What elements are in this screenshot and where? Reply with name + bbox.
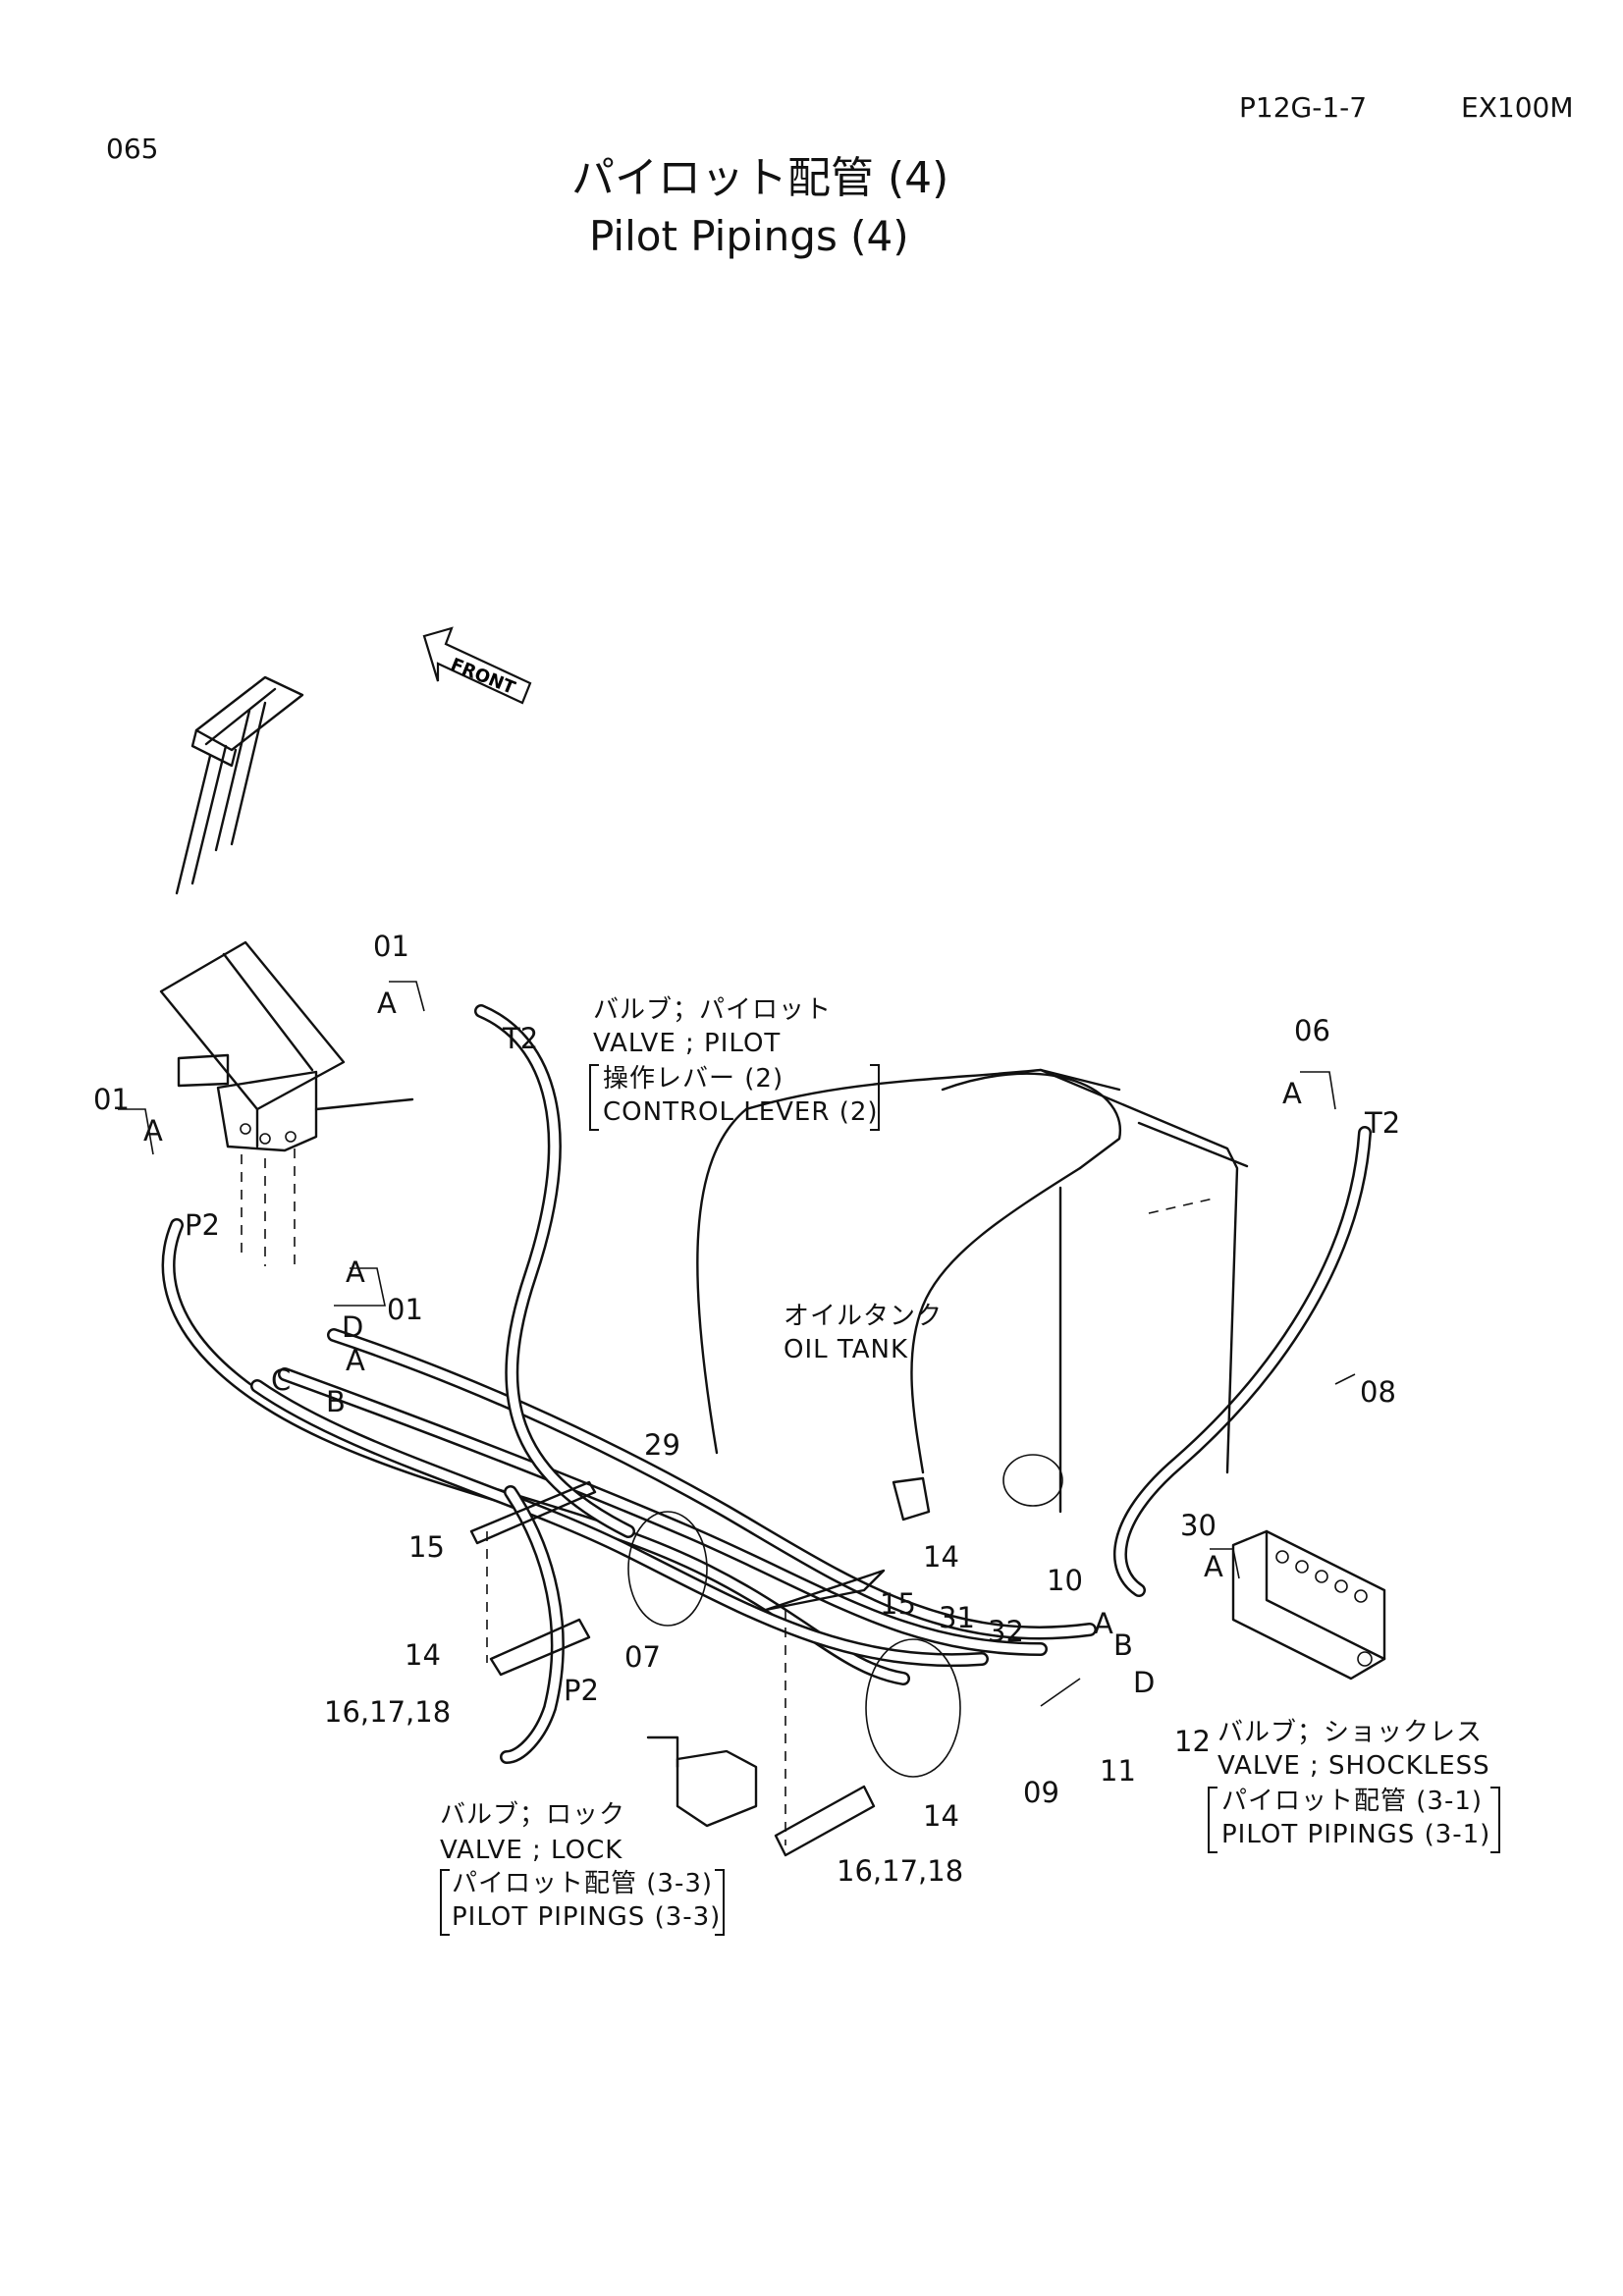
valve-shockless-ref-ja: パイロット配管 (3-1) [1221,1787,1484,1816]
model-number: EX100M [1461,91,1574,124]
port-label-a-top: A [377,987,397,1020]
callout-16-17-18-left: 16,17,18 [324,1695,452,1729]
control-lever-drawing [159,675,414,1266]
page-code: P12G-1-7 [1239,91,1368,124]
page-number: 065 [106,133,159,165]
callout-15-left: 15 [408,1530,445,1564]
port-label-a-hose: A [1094,1607,1113,1640]
valve-lock-label-en: VALVE ; LOCK [440,1836,623,1865]
valve-shockless-ref-en: PILOT PIPINGS (3-1) [1221,1820,1491,1849]
page-title-english: Pilot Pipings (4) [589,212,909,260]
callout-12: 12 [1174,1725,1211,1758]
callout-32: 32 [988,1615,1024,1648]
hose-bundle [161,1004,1372,1764]
port-label-d-lever: D [342,1310,364,1344]
callout-16-17-18-bottom: 16,17,18 [837,1854,964,1888]
callout-14-right: 14 [923,1540,959,1574]
callout-15-right: 15 [880,1587,916,1621]
port-label-d-shockless: D [1133,1666,1156,1699]
callout-01-middle: 01 [387,1293,423,1326]
valve-shockless-ref-bracket-right [1490,1787,1500,1853]
port-label-p2-left: P2 [185,1208,220,1242]
port-label-a-middle: A [346,1255,365,1289]
shockless-valve-drawing [1231,1529,1386,1681]
port-label-a-lower: A [346,1344,365,1377]
callout-31: 31 [939,1601,975,1634]
port-label-a-left: A [143,1114,163,1148]
valve-pilot-ref-bracket-left [589,1064,599,1131]
valve-lock-ref-bracket-right [715,1869,725,1936]
page-title-japanese: パイロット配管 (4) [571,153,949,203]
callout-09: 09 [1023,1776,1059,1809]
callout-29: 29 [644,1428,680,1462]
callout-14-bottom: 14 [923,1799,959,1833]
callout-30: 30 [1180,1509,1217,1542]
port-label-t2-top: T2 [503,1022,539,1055]
callout-07: 07 [624,1640,661,1674]
callout-14-left: 14 [405,1638,441,1672]
port-label-t2-tank: T2 [1365,1106,1401,1140]
callout-11: 11 [1100,1754,1136,1788]
callout-01-left: 01 [93,1083,130,1116]
valve-pilot-ref-bracket-right [870,1064,880,1131]
front-arrow-icon [422,626,532,705]
valve-pilot-label-en: VALVE ; PILOT [593,1029,782,1058]
valve-shockless-label-ja: バルブ；ショックレス [1217,1718,1484,1747]
callout-10: 10 [1047,1564,1083,1597]
clamps-and-straps [469,1480,961,1857]
callout-06: 06 [1294,1014,1330,1047]
valve-lock-ref-ja: パイロット配管 (3-3) [452,1869,714,1898]
port-label-b-shockless: B [1113,1629,1133,1662]
valve-pilot-label-ja: バルブ；パイロット [593,995,833,1025]
leader-lines [118,981,1356,1707]
valve-lock-ref-en: PILOT PIPINGS (3-3) [452,1902,722,1932]
valve-lock-ref-bracket-left [440,1869,450,1936]
callout-01-top: 01 [373,930,409,963]
port-label-b-lever: B [326,1385,346,1418]
valve-pilot-ref-ja: 操作レバー (2) [603,1064,784,1094]
port-label-a-tank: A [1282,1077,1302,1110]
valve-lock-label-ja: バルブ；ロック [440,1800,626,1830]
port-label-c-lever: C [271,1363,292,1397]
oil-tank-drawing [696,1068,1249,1522]
valve-lock-drawing [646,1735,758,1828]
valve-shockless-label-en: VALVE ; SHOCKLESS [1217,1751,1490,1781]
port-label-p2-lock: P2 [564,1674,599,1707]
oil-tank-label-ja: オイルタンク [784,1302,944,1331]
port-label-a-shockless: A [1204,1550,1223,1583]
valve-shockless-ref-bracket-left [1208,1787,1217,1853]
oil-tank-label-en: OIL TANK [784,1335,909,1364]
valve-pilot-ref-en: CONTROL LEVER (2) [603,1097,879,1127]
callout-08: 08 [1360,1375,1396,1409]
